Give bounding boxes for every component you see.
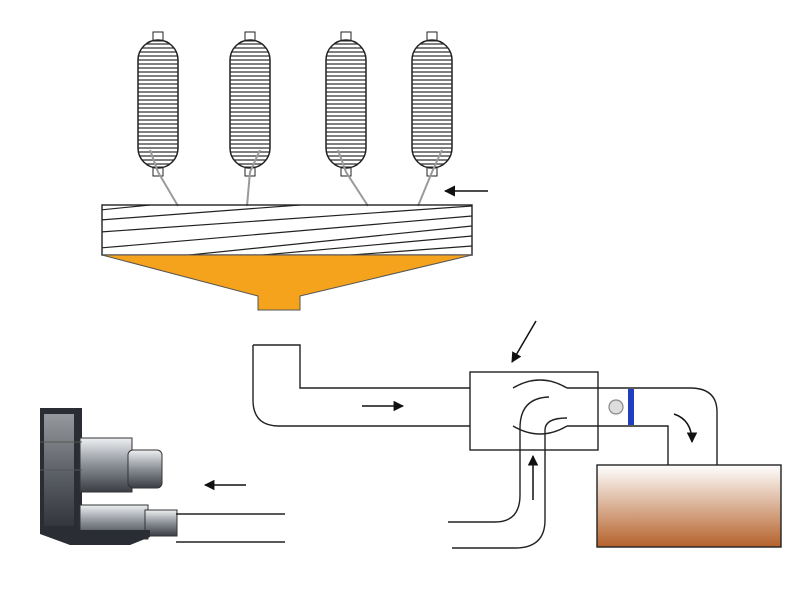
thread-line [246, 149, 261, 207]
inlet-pipe [448, 396, 568, 549]
bobbin-icon [325, 31, 367, 177]
tray-fibre-lines [102, 205, 472, 255]
thread-line [337, 149, 369, 207]
bobbin-icon [137, 31, 179, 177]
suction-duct [252, 344, 513, 427]
junction-box [469, 371, 599, 451]
thread-lines [149, 149, 443, 207]
collection-tank [596, 464, 782, 548]
collection-funnel [101, 254, 473, 311]
bobbin-group [137, 31, 453, 177]
junction-chamber [512, 379, 568, 435]
bobbin-icon [411, 31, 453, 177]
ball-valve-icon [608, 399, 624, 415]
arrow-icon [673, 413, 698, 444]
thread-line [149, 149, 179, 207]
thread-line [417, 149, 443, 207]
blower-motor-icon [40, 408, 178, 545]
fibre-tray [101, 204, 473, 256]
blower-duct [176, 513, 285, 543]
exit-duct [567, 387, 718, 465]
arrow-icon [511, 320, 537, 363]
sensor-band [628, 389, 634, 425]
bobbin-icon [229, 31, 271, 177]
